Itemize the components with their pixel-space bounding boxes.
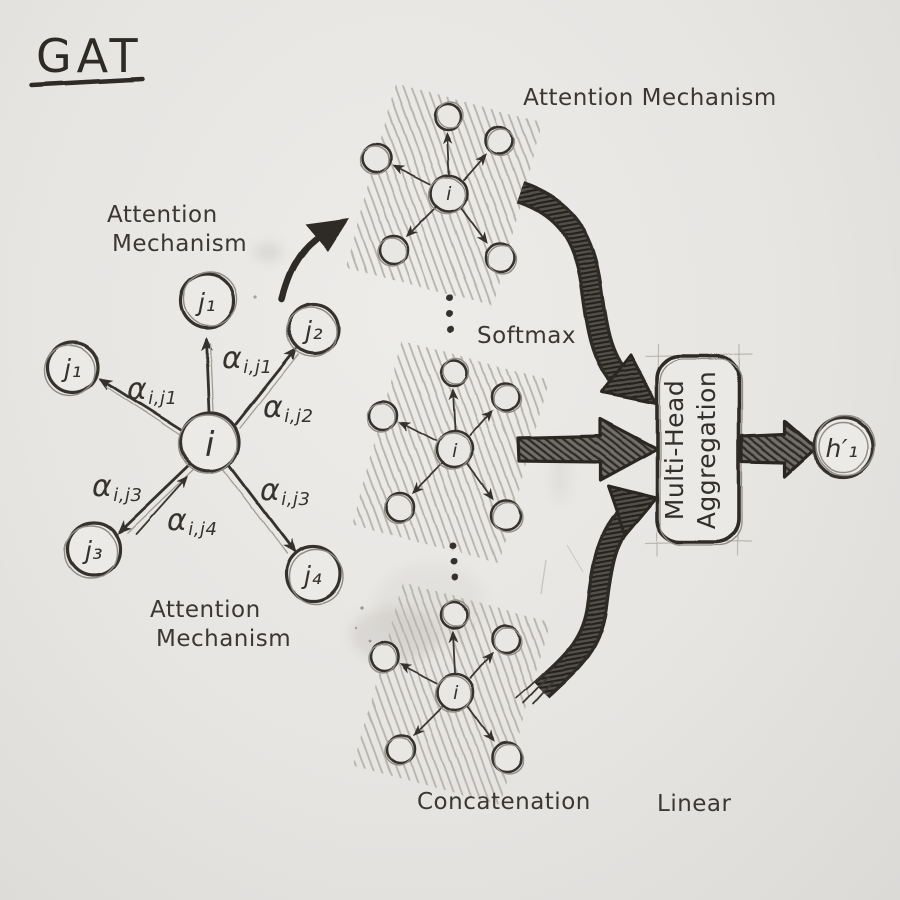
node-j1-left xyxy=(44,340,100,396)
node-label-j2: j₂ xyxy=(302,316,323,345)
head3-center-label: i xyxy=(453,682,459,704)
concatenation-label: Concatenation xyxy=(417,789,591,815)
edge-label-alpha-i-j1-top: αi,j1 xyxy=(222,341,272,378)
node-j2 xyxy=(286,302,341,358)
node-j1-top xyxy=(178,271,238,330)
thick-arrow-top xyxy=(515,181,658,405)
center-node xyxy=(435,430,475,470)
ellipsis-dots-2 xyxy=(449,542,459,582)
node-label-i: i xyxy=(205,425,215,465)
node-label-j4: j₄ xyxy=(301,561,322,590)
node-j4 xyxy=(284,545,344,605)
edge-label-alpha-i-j3: αi,j3 xyxy=(92,469,142,506)
attention-label-bottom-left-line1: Attention xyxy=(150,597,261,623)
edge-i-to-j1-top xyxy=(200,337,214,414)
thick-arrow-middle xyxy=(516,417,659,482)
head-graph-1 xyxy=(346,83,543,307)
edge-label-alpha-i-j1-left: αi,j1 xyxy=(127,372,177,409)
output-node-label: h′₁ xyxy=(825,434,858,463)
edge-label-alpha-i-j3-right: αi,j3 xyxy=(260,473,310,510)
multi-head-aggregation-box xyxy=(644,343,753,557)
curved-arrow-to-head1 xyxy=(278,219,349,303)
head2-center-label: i xyxy=(452,440,458,462)
node-label-j1-left: j₁ xyxy=(61,354,82,383)
attention-label-top-left-line1: Attention xyxy=(107,202,218,228)
edge-j3-to-i-thin xyxy=(135,475,188,535)
edge-label-alpha-i-j2: αi,j2 xyxy=(263,390,313,427)
attention-label-top-right: Attention Mechanism xyxy=(523,85,777,111)
edge-i-to-j1-left xyxy=(98,377,185,437)
head-graph-3 xyxy=(353,582,550,806)
page-title: GAT xyxy=(36,29,143,83)
left-graph xyxy=(44,271,344,605)
softmax-label: Softmax xyxy=(477,323,576,349)
thick-arrow-bottom xyxy=(516,484,658,704)
center-node xyxy=(429,173,469,213)
head-graph-2 xyxy=(352,340,549,564)
edge-i-to-j4 xyxy=(221,462,296,555)
node-label-j3: j₃ xyxy=(82,536,103,565)
ellipsis-dots-1 xyxy=(446,294,455,334)
node-i-center xyxy=(178,411,241,474)
edge-label-alpha-i-j4: αi,j4 xyxy=(167,503,217,540)
head1-center-label: i xyxy=(446,183,452,205)
edge-i-to-j2 xyxy=(234,347,299,429)
output-arrow xyxy=(740,419,818,478)
title-underline xyxy=(28,76,145,88)
node-label-j1-top: j₁ xyxy=(195,288,216,317)
node-j3 xyxy=(64,521,122,579)
center-node xyxy=(436,672,476,712)
output-node-h1 xyxy=(811,414,876,479)
attention-label-bottom-left-line2: Mechanism xyxy=(156,626,291,652)
linear-label: Linear xyxy=(657,791,732,817)
attention-label-top-left-line2: Mechanism xyxy=(112,231,247,257)
